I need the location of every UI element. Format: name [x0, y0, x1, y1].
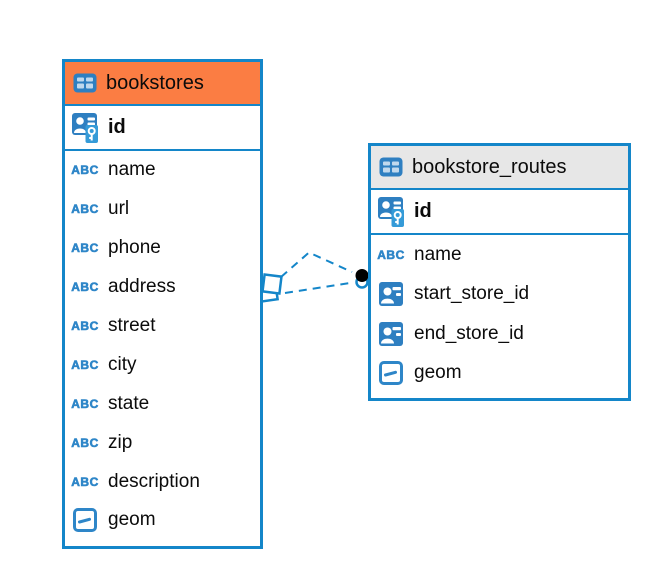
- relationship-line-lower[interactable]: [284, 282, 351, 294]
- column-row-address[interactable]: ABC address: [65, 268, 260, 307]
- text-icon-cell: ABC: [70, 319, 100, 334]
- primary-key-icon-cell: [376, 196, 406, 227]
- geometry-icon-cell: [376, 361, 406, 386]
- text-icon-cell: ABC: [70, 280, 100, 295]
- column-row-id[interactable]: id: [371, 190, 628, 235]
- geometry-icon: [73, 508, 97, 533]
- text-type-icon: ABC: [71, 280, 99, 295]
- text-type-icon: ABC: [71, 435, 99, 450]
- relationship-dashed-lines[interactable]: [280, 251, 353, 294]
- column-row-street[interactable]: ABC street: [65, 307, 260, 346]
- text-icon-cell: ABC: [70, 163, 100, 178]
- column-row-end_store_id[interactable]: end_store_id: [371, 314, 628, 354]
- column-row-zip[interactable]: ABC zip: [65, 423, 260, 462]
- column-name: id: [108, 116, 126, 138]
- text-icon-cell: ABC: [70, 202, 100, 217]
- column-row-name[interactable]: ABC name: [65, 151, 260, 190]
- text-icon-cell: ABC: [70, 435, 100, 450]
- text-type-icon: ABC: [71, 396, 99, 411]
- foreign-key-icon: [379, 282, 403, 307]
- text-type-icon: ABC: [71, 202, 99, 217]
- column-row-start_store_id[interactable]: start_store_id: [371, 275, 628, 315]
- column-row-phone[interactable]: ABC phone: [65, 229, 260, 268]
- column-name: geom: [414, 362, 462, 384]
- column-name: id: [414, 200, 432, 222]
- primary-key-icon: [72, 112, 98, 143]
- column-row-name[interactable]: ABC name: [371, 235, 628, 275]
- column-name: name: [414, 243, 462, 265]
- table-icon: [379, 157, 403, 177]
- table-icon: [73, 73, 97, 93]
- column-row-state[interactable]: ABC state: [65, 384, 260, 423]
- foreign-key-icon-cell: [376, 321, 406, 346]
- column-name: end_store_id: [414, 322, 524, 344]
- column-name: url: [108, 198, 130, 220]
- geometry-icon-cell: [70, 508, 100, 533]
- column-name: geom: [108, 509, 156, 531]
- column-name: state: [108, 392, 150, 414]
- relationship-line-upper[interactable]: [280, 251, 353, 278]
- column-row-url[interactable]: ABC url: [65, 190, 260, 229]
- column-name: start_store_id: [414, 283, 530, 305]
- column-name: street: [108, 315, 156, 336]
- text-type-icon: ABC: [71, 163, 99, 178]
- column-row-geom[interactable]: geom: [371, 354, 628, 394]
- text-icon-cell: ABC: [70, 396, 100, 411]
- text-type-icon: ABC: [71, 357, 99, 373]
- foreign-key-icon: [379, 321, 403, 346]
- text-type-icon: ABC: [71, 474, 99, 489]
- text-icon-cell: ABC: [70, 357, 100, 373]
- column-name: name: [108, 159, 156, 181]
- foreign-key-icon-cell: [376, 282, 406, 307]
- geometry-icon: [379, 361, 403, 386]
- text-type-icon: ABC: [71, 319, 99, 334]
- column-row-geom[interactable]: geom: [65, 501, 260, 540]
- column-name: city: [108, 353, 137, 375]
- target-dot-marker[interactable]: [355, 269, 369, 289]
- text-icon-cell: ABC: [70, 474, 100, 489]
- column-name: description: [108, 470, 200, 492]
- table-icon: [379, 157, 403, 177]
- table-bookstores-header[interactable]: bookstores: [65, 62, 260, 106]
- table-title: bookstore_routes: [412, 155, 567, 178]
- text-icon-cell: ABC: [376, 247, 406, 262]
- table-bookstore-routes-header[interactable]: bookstore_routes: [371, 146, 628, 190]
- column-row-city[interactable]: ABC city: [65, 345, 260, 384]
- column-name: zip: [108, 431, 133, 453]
- column-row-description[interactable]: ABC description: [65, 462, 260, 501]
- primary-key-icon: [378, 196, 404, 227]
- table-title: bookstores: [106, 71, 204, 94]
- text-type-icon: ABC: [71, 241, 99, 256]
- column-row-id[interactable]: id: [65, 106, 260, 151]
- table-icon: [73, 73, 97, 93]
- text-type-icon: ABC: [377, 247, 405, 262]
- primary-key-icon-cell: [70, 112, 100, 143]
- text-icon-cell: ABC: [70, 241, 100, 256]
- column-name: address: [108, 276, 176, 298]
- column-name: phone: [108, 237, 161, 259]
